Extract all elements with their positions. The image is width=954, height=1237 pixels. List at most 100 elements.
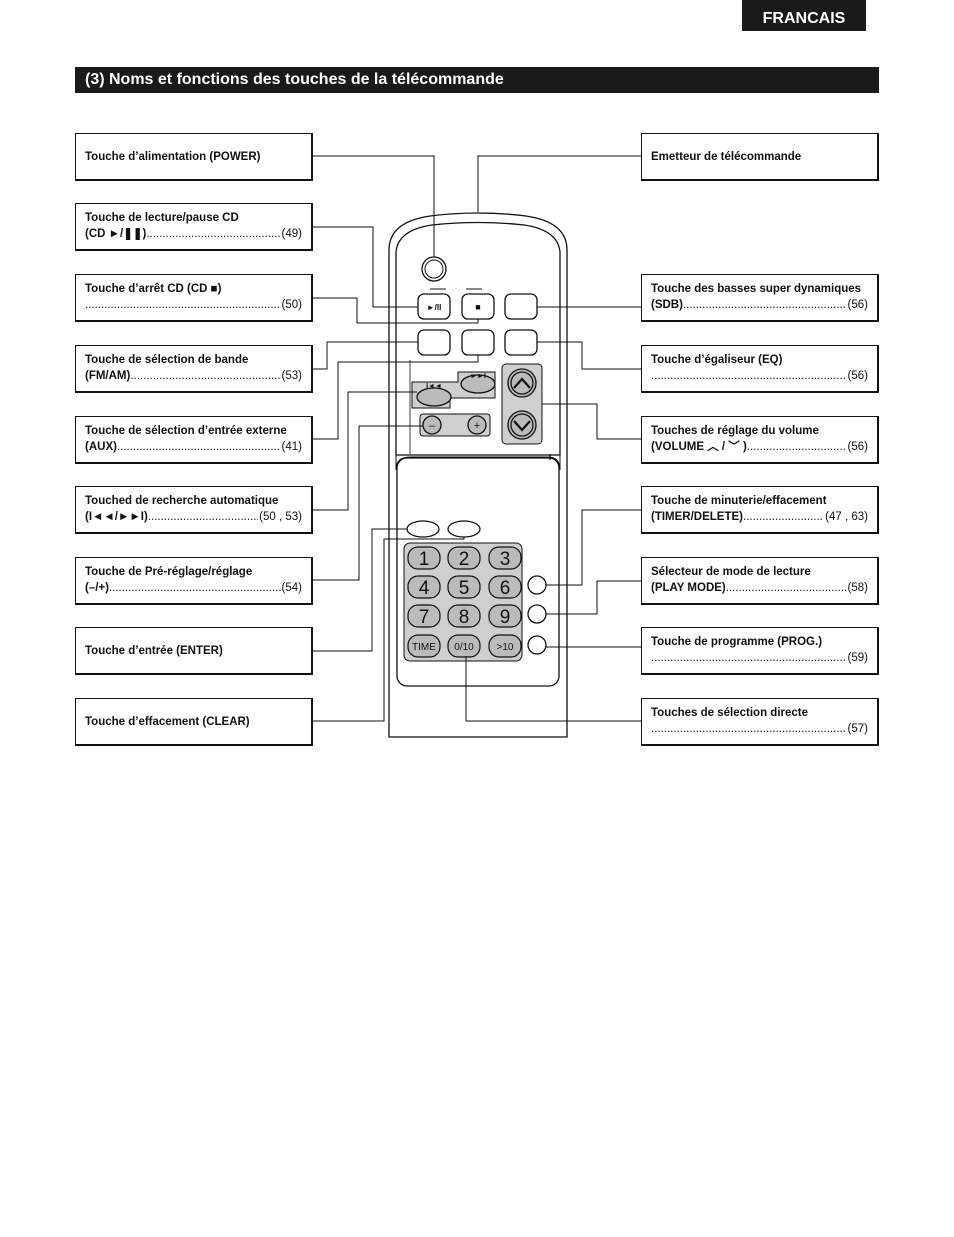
clear-button[interactable] bbox=[447, 520, 481, 538]
callout-title: Touche de programme (PROG.) bbox=[651, 636, 823, 648]
callout-play-mode: Sélecteur de mode de lecture (PLAY MODE)… bbox=[641, 557, 879, 605]
numeric-keypad-panel bbox=[403, 542, 523, 662]
callout-title: Touche d’effacement (CLEAR) bbox=[85, 715, 250, 728]
remote-body-outline bbox=[388, 212, 568, 738]
play-pause-icon: ►/II bbox=[427, 303, 442, 312]
plus-icon: + bbox=[474, 420, 480, 432]
callout-title: Touche de sélection de bande bbox=[85, 354, 249, 366]
next-skip-button[interactable] bbox=[460, 374, 496, 394]
callout-title: Touche de Pré-réglage/réglage bbox=[85, 566, 253, 578]
callout-title: Touche de minuterie/effacement bbox=[651, 495, 827, 507]
callout-title: Touches de réglage du volume bbox=[651, 425, 819, 437]
callout-transmitter: Emetteur de télécommande bbox=[641, 133, 879, 181]
callout-title: Emetteur de télécommande bbox=[651, 150, 802, 163]
section-title: (3) Noms et fonctions des touches de la … bbox=[75, 67, 879, 93]
callout-direct-select: Touches de sélection directe (57) bbox=[641, 698, 879, 746]
digit-key-label: 4 bbox=[419, 578, 430, 599]
power-button[interactable] bbox=[421, 256, 447, 282]
callout-title: Touched de recherche automatique bbox=[85, 495, 279, 507]
callout-auto-search: Touched de recherche automatique (I◄◄/►►… bbox=[75, 486, 313, 534]
enter-button[interactable] bbox=[406, 520, 440, 538]
volume-up-button[interactable] bbox=[507, 368, 537, 398]
page-ref: (58) bbox=[847, 582, 868, 594]
callout-label: (VOLUME ︿ / ﹀ ) bbox=[651, 441, 747, 453]
callout-title: Touche d’entrée (ENTER) bbox=[85, 644, 223, 657]
band-button[interactable] bbox=[417, 329, 451, 356]
callout-label: (I◄◄/►►I) bbox=[85, 511, 148, 523]
timer-delete-button[interactable] bbox=[527, 575, 547, 595]
digit-key-label: 3 bbox=[500, 549, 511, 570]
digit-key[interactable] bbox=[447, 546, 481, 570]
callout-title: Touche d’arrêt CD (CD ■) bbox=[85, 283, 222, 295]
digit-key[interactable] bbox=[407, 604, 441, 628]
page-ref: (50) bbox=[281, 299, 302, 311]
callout-power: Touche d’alimentation (POWER) bbox=[75, 133, 313, 181]
prev-skip-button[interactable] bbox=[416, 387, 452, 407]
digit-key[interactable] bbox=[488, 546, 522, 570]
language-tab: FRANCAIS bbox=[742, 0, 866, 31]
callout-eq: Touche d’égaliseur (EQ) (56) bbox=[641, 345, 879, 393]
callout-title: Touche d’égaliseur (EQ) bbox=[651, 354, 783, 366]
page-ref: (49) bbox=[281, 228, 302, 240]
page-ref: (59) bbox=[847, 652, 868, 664]
callout-title: Touche d’alimentation (POWER) bbox=[85, 150, 261, 163]
callout-aux: Touche de sélection d’entrée externe (AU… bbox=[75, 416, 313, 464]
minus-icon: – bbox=[429, 420, 436, 432]
remote-upper-panel bbox=[395, 221, 561, 456]
eq-button[interactable] bbox=[504, 329, 538, 356]
next-icon: ►►I bbox=[470, 373, 486, 380]
zero-ten-key[interactable] bbox=[447, 634, 481, 658]
time-key[interactable] bbox=[407, 634, 441, 658]
callout-volume: Touches de réglage du volume (VOLUME ︿ /… bbox=[641, 416, 879, 464]
chevron-down-icon bbox=[513, 420, 531, 432]
page-ref: (50 , 53) bbox=[259, 511, 302, 523]
sdb-button[interactable] bbox=[504, 293, 538, 320]
page-ref: (54) bbox=[281, 582, 302, 594]
aux-button[interactable] bbox=[461, 329, 495, 356]
prog-button[interactable] bbox=[527, 635, 547, 655]
callout-band-select: Touche de sélection de bande (FM/AM)(53) bbox=[75, 345, 313, 393]
digit-key-label: 2 bbox=[459, 549, 470, 570]
play-mode-button[interactable] bbox=[527, 604, 547, 624]
callout-label: (CD ►/❚❚) bbox=[85, 228, 147, 240]
digit-key-label: 1 bbox=[419, 549, 430, 570]
page-ref: (57) bbox=[847, 723, 868, 735]
digit-key[interactable] bbox=[488, 575, 522, 599]
callout-prog: Touche de programme (PROG.) (59) bbox=[641, 627, 879, 675]
callout-title: Touche des basses super dynamiques bbox=[651, 283, 862, 295]
callout-label: (PLAY MODE) bbox=[651, 582, 726, 594]
preset-minus-button[interactable] bbox=[422, 415, 442, 435]
volume-down-button[interactable] bbox=[507, 410, 537, 440]
callout-preset-tuning: Touche de Pré-réglage/réglage (–/+) (54) bbox=[75, 557, 313, 605]
digit-key-label: 9 bbox=[500, 607, 511, 628]
callout-label: (TIMER/DELETE) bbox=[651, 511, 743, 523]
callout-title: Touche de sélection d’entrée externe bbox=[85, 425, 287, 437]
time-key-label: TIME bbox=[412, 642, 436, 653]
callout-title: Touche de lecture/pause CD bbox=[85, 212, 239, 224]
callout-label: (FM/AM) bbox=[85, 370, 131, 382]
digit-key[interactable] bbox=[447, 604, 481, 628]
callout-enter: Touche d’entrée (ENTER) bbox=[75, 627, 313, 675]
stop-icon: ■ bbox=[475, 302, 480, 312]
callout-clear: Touche d’effacement (CLEAR) bbox=[75, 698, 313, 746]
callout-label: (–/+) bbox=[85, 582, 109, 594]
prev-icon: I◄◄ bbox=[426, 383, 442, 390]
digit-key[interactable] bbox=[407, 575, 441, 599]
callout-timer-delete: Touche de minuterie/effacement (TIMER/DE… bbox=[641, 486, 879, 534]
callout-title: Touches de sélection directe bbox=[651, 707, 809, 719]
gt-ten-key[interactable] bbox=[488, 634, 522, 658]
callout-label: (SDB) bbox=[651, 299, 683, 311]
callout-title: Sélecteur de mode de lecture bbox=[651, 566, 811, 578]
digit-key-label: 6 bbox=[500, 578, 511, 599]
digit-key[interactable] bbox=[407, 546, 441, 570]
callout-label: (AUX) bbox=[85, 441, 117, 453]
page-ref: (47 , 63) bbox=[825, 511, 868, 523]
digit-key[interactable] bbox=[488, 604, 522, 628]
digit-key[interactable] bbox=[447, 575, 481, 599]
page-ref: (56) bbox=[847, 370, 868, 382]
page-ref: (56) bbox=[847, 441, 868, 453]
preset-plus-button[interactable] bbox=[467, 415, 487, 435]
callout-sdb: Touche des basses super dynamiques (SDB)… bbox=[641, 274, 879, 322]
callout-cd-stop: Touche d’arrêt CD (CD ■) (50) bbox=[75, 274, 313, 322]
